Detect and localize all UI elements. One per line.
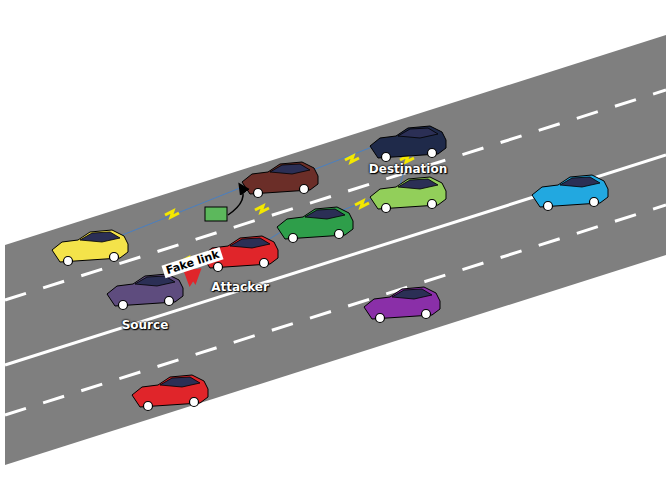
car [364,287,440,323]
car [277,207,353,243]
lane-marking [5,90,666,300]
car [370,177,446,213]
vehicle-node: Source [100,270,190,332]
car [242,162,318,198]
vehicle-label: Source [100,318,190,332]
wireless-bolt [355,201,369,207]
source-car [107,274,183,310]
wireless-bolt [345,156,359,162]
vehicle-label: Attacker [195,280,285,294]
road [5,35,666,465]
car [132,375,208,411]
vehicle-label: Destination [362,162,454,176]
forward-arrow [228,185,243,215]
wireless-links [110,140,410,285]
car [52,230,128,266]
wireless-bolt [400,156,414,162]
fake-link-arrow [190,271,195,283]
vehicle-node: Destination [362,122,454,176]
lane-marking [5,205,666,415]
car [532,175,608,211]
median-line [5,155,666,365]
packet-symbol [205,207,227,221]
wireless-bolt [255,206,269,212]
destination-car [370,126,446,162]
wireless-bolt [165,211,179,217]
